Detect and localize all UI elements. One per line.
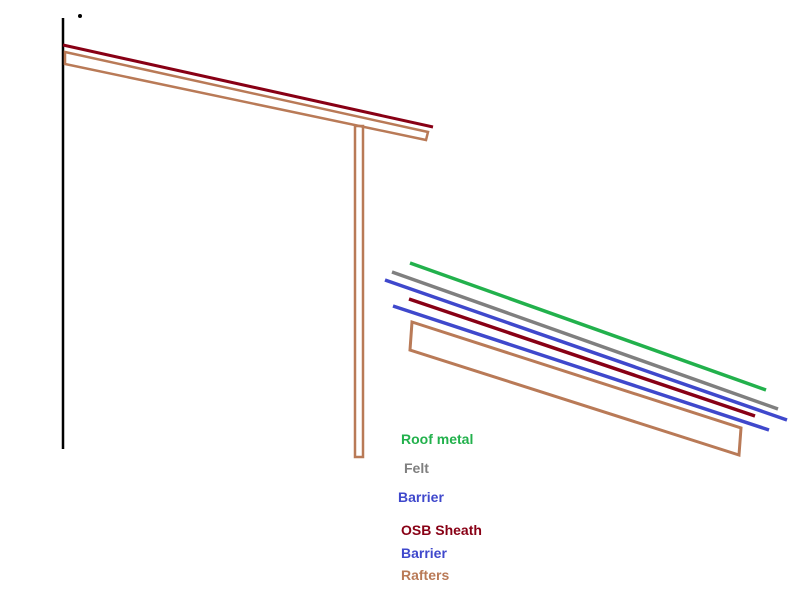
wall-top-dot bbox=[78, 14, 82, 18]
legend-felt: Felt bbox=[404, 460, 429, 476]
barrier-layer-upper bbox=[384, 278, 788, 422]
legend-roof-metal: Roof metal bbox=[401, 431, 474, 447]
rafter-right bbox=[408, 319, 743, 458]
legend-osb-sheath: OSB Sheath bbox=[401, 522, 482, 538]
osb-sheath-layer bbox=[408, 297, 756, 418]
roof-metal-layer bbox=[409, 261, 767, 392]
legend-rafters: Rafters bbox=[401, 567, 450, 583]
felt-layer bbox=[391, 270, 779, 411]
legend-barrier-upper: Barrier bbox=[398, 489, 444, 505]
barrier-layer-lower bbox=[392, 304, 770, 432]
rafter-left bbox=[63, 50, 430, 142]
roof-sheath-line bbox=[62, 43, 434, 129]
legend-barrier-lower: Barrier bbox=[401, 545, 447, 561]
support-post bbox=[353, 124, 365, 459]
